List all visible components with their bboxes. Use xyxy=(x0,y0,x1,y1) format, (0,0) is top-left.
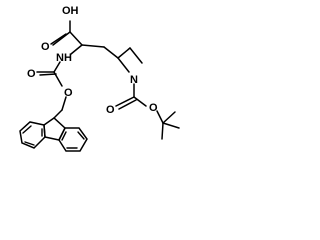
carboxylic-acid-group xyxy=(50,20,83,46)
structure-diagram: OH O NH O O N O O xyxy=(0,0,190,165)
bond-acid-c-to-alpha xyxy=(69,31,83,46)
bond-acid-c-to-o xyxy=(52,31,71,46)
fluorene-ring xyxy=(19,117,88,152)
bond-boc-c-to-o xyxy=(115,96,135,107)
fmoc-carbamate xyxy=(36,61,67,119)
bond-ch2-to-azetidine xyxy=(103,46,119,59)
azetidine-bond-left xyxy=(117,57,130,73)
fluorene-right-benzene xyxy=(58,127,88,152)
azetidine-bond-right xyxy=(129,47,143,64)
left-benzene-double-1 xyxy=(22,125,32,134)
bond-carbonyl-to-ester-o xyxy=(53,71,63,87)
azetidine-ring xyxy=(117,47,143,73)
bond-o-to-tbutyl xyxy=(156,110,164,124)
azetidine-bond-top xyxy=(117,47,131,59)
bond-o-to-ch2 xyxy=(61,96,67,111)
bond-tbutyl-methyl-1 xyxy=(162,111,176,124)
boc-ester-oxygen-label: O xyxy=(149,102,158,114)
bond-acid-c-o-double xyxy=(50,33,67,45)
bond-ch2-to-fluorenyl xyxy=(53,109,63,119)
bond-alpha-to-nh xyxy=(70,44,83,55)
boc-carbonyl-oxygen-label: O xyxy=(106,104,115,116)
backbone xyxy=(70,44,119,59)
right-benzene-double-1 xyxy=(77,131,85,140)
hydroxyl-label: OH xyxy=(62,5,79,17)
fluorene-left-benzene xyxy=(19,121,46,149)
fluorene-five-ring xyxy=(43,117,66,141)
bond-tbutyl-methyl-3 xyxy=(161,122,164,140)
fmoc-carbonyl-oxygen-label: O xyxy=(27,68,36,80)
amide-nh-label: NH xyxy=(56,52,72,64)
bond-tbutyl-methyl-2 xyxy=(162,122,180,129)
right-benzene-double-3 xyxy=(61,131,67,141)
bond-carbonyl-o-double xyxy=(39,73,57,76)
molecule-drawing: OH O NH O O N O O xyxy=(19,5,180,152)
acid-carbonyl-oxygen-label: O xyxy=(41,41,50,53)
bond-nh-to-carbonyl xyxy=(53,61,61,73)
boc-group xyxy=(115,83,180,140)
bond-boc-c-o-double xyxy=(118,99,137,110)
left-benzene-double-2 xyxy=(24,141,35,146)
bond-boc-c-to-ester-o xyxy=(133,96,147,107)
bond-alpha-to-ch2 xyxy=(81,44,105,48)
azetidine-nitrogen-label: N xyxy=(130,74,138,86)
fmoc-ester-oxygen-label: O xyxy=(64,87,73,99)
